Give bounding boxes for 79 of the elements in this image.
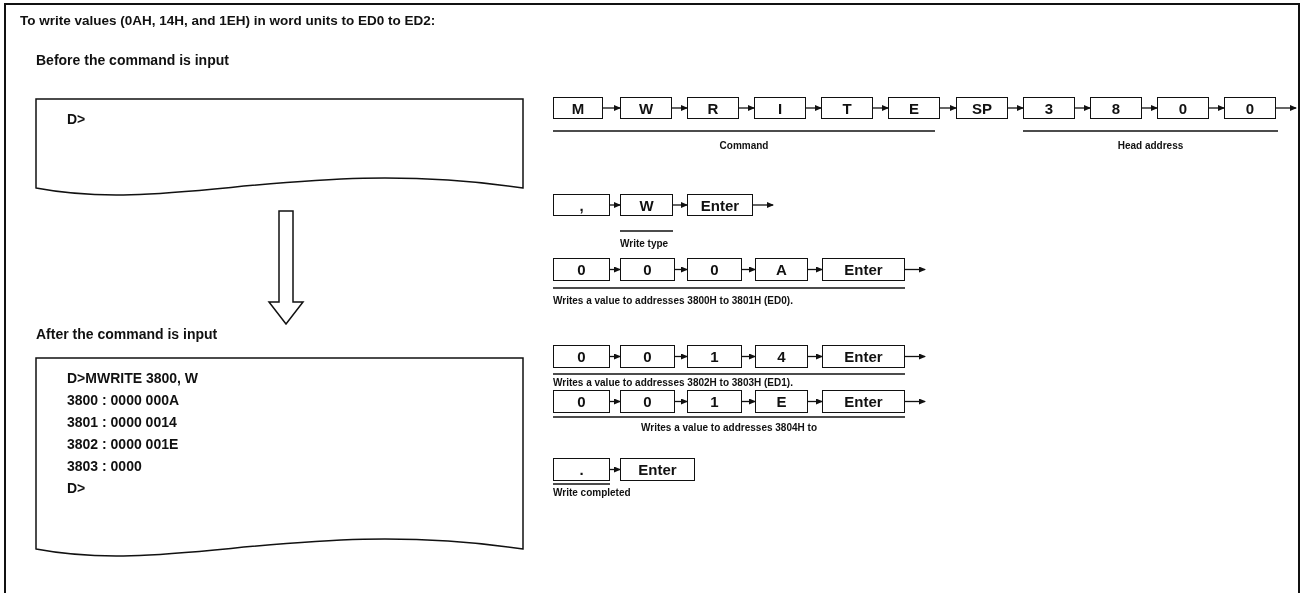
group-caption: Write completed bbox=[553, 487, 631, 498]
screen-text: 3801 : 0000 0014 bbox=[67, 414, 177, 430]
arrow bbox=[939, 105, 957, 111]
arrow bbox=[805, 105, 822, 111]
key-box: 0 bbox=[687, 258, 742, 281]
key-box: Enter bbox=[822, 345, 905, 368]
key-box: 8 bbox=[1090, 97, 1142, 119]
arrow bbox=[807, 266, 823, 273]
arrow bbox=[872, 105, 889, 111]
key-box: 1 bbox=[687, 345, 742, 368]
arrow bbox=[674, 266, 688, 273]
arrow bbox=[904, 398, 926, 405]
section-heading: After the command is input bbox=[36, 326, 218, 342]
screen-text: D> bbox=[67, 480, 86, 496]
arrow bbox=[807, 398, 823, 405]
hollow-arrow bbox=[267, 210, 305, 326]
key-box: 0 bbox=[620, 258, 675, 281]
arrow bbox=[807, 353, 823, 360]
key-box: 0 bbox=[1224, 97, 1276, 119]
arrow bbox=[602, 105, 621, 111]
key-box: Enter bbox=[822, 390, 905, 413]
screen-text: 3800 : 0000 000A bbox=[67, 392, 180, 408]
group-caption: Writes a value to addresses 3800H to 3801H (ED0). bbox=[553, 295, 793, 306]
key-box: , bbox=[553, 194, 610, 216]
key-box: E bbox=[888, 97, 940, 119]
key-box: 3 bbox=[1023, 97, 1075, 119]
screen-text: 3803 : 0000 bbox=[67, 458, 142, 474]
key-box: Enter bbox=[687, 194, 753, 216]
key-box: M bbox=[553, 97, 603, 119]
arrow bbox=[904, 353, 926, 360]
arrow bbox=[741, 266, 756, 273]
group-caption: Head address bbox=[1117, 140, 1184, 151]
group-caption: Writes a value to addresses 3804H to bbox=[641, 422, 817, 433]
key-box: 0 bbox=[620, 345, 675, 368]
key-box: 0 bbox=[553, 345, 610, 368]
key-box: 0 bbox=[553, 258, 610, 281]
key-box: 4 bbox=[755, 345, 808, 368]
arrow bbox=[1007, 105, 1024, 111]
diagram-title: To write values (0AH, 14H, and 1EH) in word units to ED0 to ED2: bbox=[20, 13, 436, 28]
arrow bbox=[609, 266, 621, 273]
arrow bbox=[741, 398, 756, 405]
key-box: 1 bbox=[687, 390, 742, 413]
arrow bbox=[609, 398, 621, 405]
key-box: 0 bbox=[620, 390, 675, 413]
screen-text: 3802 : 0000 001E bbox=[67, 436, 179, 452]
arrow bbox=[1208, 105, 1225, 111]
key-box: W bbox=[620, 194, 673, 216]
arrow bbox=[671, 105, 688, 111]
key-box: Enter bbox=[620, 458, 695, 481]
group-caption: Command bbox=[719, 140, 769, 151]
arrow bbox=[738, 105, 755, 111]
section-heading: Before the command is input bbox=[36, 52, 229, 68]
arrow bbox=[752, 202, 774, 208]
key-box: . bbox=[553, 458, 610, 481]
key-box: SP bbox=[956, 97, 1008, 119]
arrow bbox=[741, 353, 756, 360]
key-box: R bbox=[687, 97, 739, 119]
arrow bbox=[609, 353, 621, 360]
arrow bbox=[609, 466, 621, 473]
key-box: I bbox=[754, 97, 806, 119]
arrow bbox=[674, 353, 688, 360]
group-caption: Write type bbox=[620, 238, 669, 249]
arrow bbox=[1074, 105, 1091, 111]
arrow bbox=[609, 202, 621, 208]
arrow bbox=[672, 202, 688, 208]
key-box: E bbox=[755, 390, 808, 413]
screen-text: D> bbox=[67, 111, 86, 127]
key-box: A bbox=[755, 258, 808, 281]
screen-text: D>MWRITE 3800, W bbox=[67, 370, 199, 386]
key-box: W bbox=[620, 97, 672, 119]
arrow bbox=[674, 398, 688, 405]
key-box: 0 bbox=[553, 390, 610, 413]
key-box: Enter bbox=[822, 258, 905, 281]
arrow bbox=[1141, 105, 1158, 111]
arrow bbox=[904, 266, 926, 273]
group-caption: Writes a value to addresses 3802H to 3803H (ED1). bbox=[553, 377, 793, 388]
key-box: 0 bbox=[1157, 97, 1209, 119]
key-box: T bbox=[821, 97, 873, 119]
arrow bbox=[1275, 105, 1297, 111]
